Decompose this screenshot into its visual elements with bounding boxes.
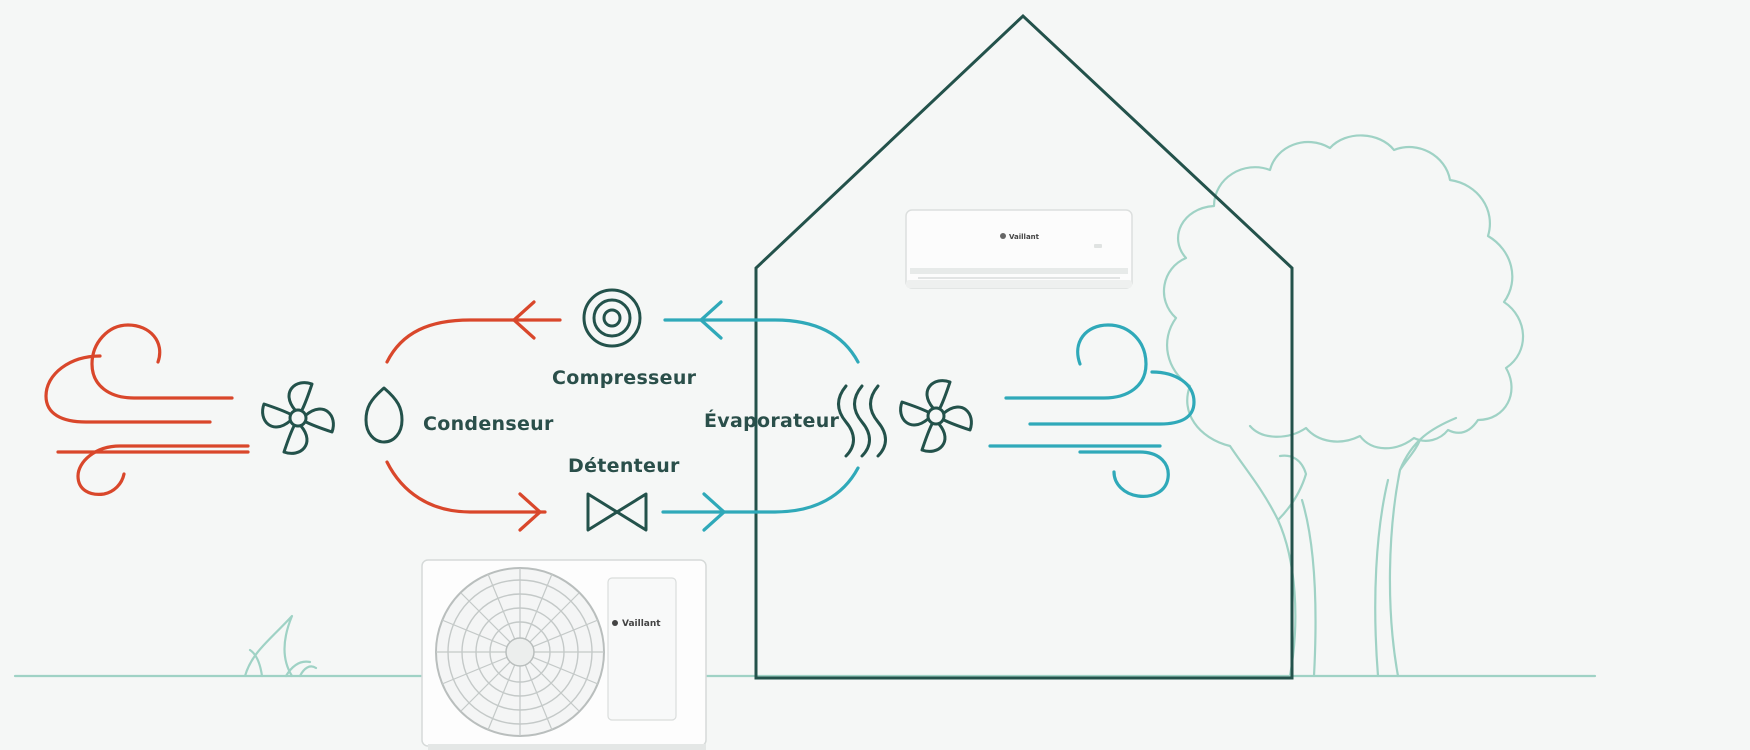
drop-icon [364,386,404,444]
hot-flow-bottom-arc [385,460,547,514]
hot-flow-top-arrow-icon [512,300,536,340]
indoor-unit-logo-icon [1000,233,1006,239]
hot-flow-bottom-arrow-icon [518,492,542,532]
tree-trunk-icon [1300,478,1390,678]
label-compresseur: Compresseur [552,367,697,389]
cold-flow-top-arrow-icon [699,300,723,340]
hot-flow-top-arc [385,318,562,364]
label-detenteur: Détenteur [568,455,680,477]
grass-icon [243,614,318,678]
cold-flow-top-arc [663,318,860,364]
cold-wind-curl-right [1028,370,1196,426]
tree-icon [1162,134,1525,678]
outdoor-ac-unit: Vaillant [421,559,707,750]
label-evaporateur: Évaporateur [704,409,840,432]
hot-wind-curl-top [90,323,234,400]
cold-flow-bottom-arrow-icon [702,492,726,532]
cold-wind-curl-bottom [1078,450,1170,498]
heat-waves-icon [837,384,887,458]
landscape [13,134,1597,678]
indoor-unit-brand: Vaillant [1009,233,1040,241]
refrigerant-circuit [385,300,860,532]
wind-icon [44,323,250,496]
fan-icon [261,381,335,455]
outdoor-unit-brand: Vaillant [622,619,661,629]
fan-icon [899,379,973,453]
label-condenseur: Condenseur [423,413,554,435]
wind-icon [988,323,1196,498]
indoor-ac-unit: Vaillant [905,209,1133,289]
outdoor-unit-panel [607,577,677,721]
cold-flow-bottom-arc [661,466,860,514]
outdoor-unit-logo-icon [612,620,618,626]
compressor-icon [582,288,642,348]
hot-wind-curl-left [44,354,212,424]
bowtie-valve-icon [586,492,648,532]
hot-wind-curl-bottom [76,444,250,496]
cold-wind-curl-top [1004,323,1148,400]
house-outline [754,13,1294,680]
